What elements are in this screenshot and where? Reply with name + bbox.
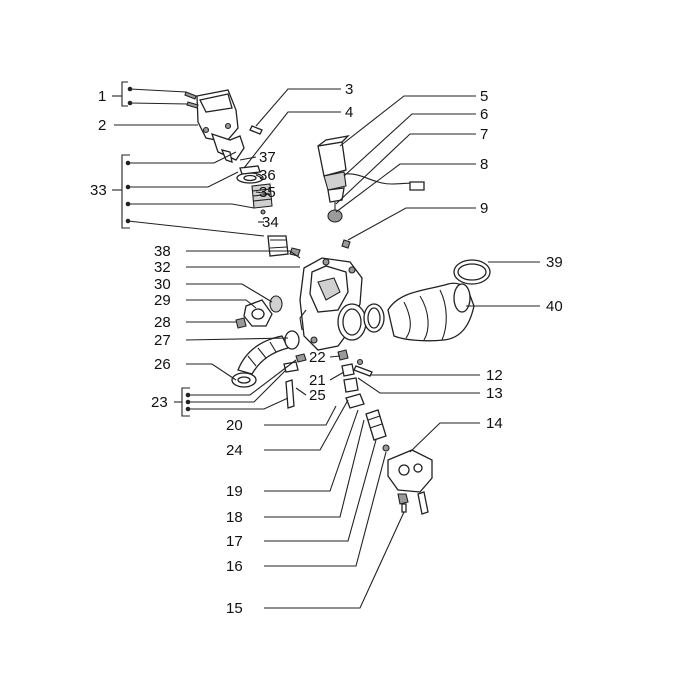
callout-17: 17 [226,533,243,550]
callout-20: 20 [226,417,243,434]
part-12-13-bolt [353,358,373,377]
callout-23: 23 [151,394,168,411]
part-34-stem [267,235,301,257]
callout-8: 8 [480,156,488,173]
callout-40: 40 [546,298,563,315]
callout-12: 12 [486,367,503,384]
callout-5: 5 [480,88,488,105]
part-29-fitting [243,299,273,327]
callout-4: 4 [345,104,353,121]
part-15-bolt [397,493,409,513]
part-24-plate [345,393,365,409]
callout-6: 6 [480,106,488,123]
part-1-screws [184,91,199,109]
callout-2: 2 [98,117,106,134]
callout-15: 15 [226,600,243,617]
callout-24: 24 [226,442,243,459]
leader-lines [112,81,540,609]
part-28-clip [235,317,247,329]
part-27-hose [237,330,300,375]
part-25-bolt [283,353,307,409]
callout-25: 25 [309,387,326,404]
part-35-spring [251,183,273,215]
callout-30: 30 [154,276,171,293]
part-5-actuator [317,134,425,223]
part-14-holder [387,449,433,515]
callout-32: 32 [154,259,171,276]
part-30-seal [269,295,283,313]
callout-1: 1 [98,88,106,105]
callout-14: 14 [486,415,503,432]
callout-34: 34 [262,214,279,231]
callout-39: 39 [546,254,563,271]
callout-38: 38 [154,243,171,260]
part-40-intake-hose [387,282,475,342]
part-26-ring [231,372,257,388]
callout-16: 16 [226,558,243,575]
callout-33: 33 [90,182,107,199]
part-39-clamp [363,259,491,333]
throttle-body [299,257,367,351]
part-9-screw [341,239,351,249]
part-19-injector [365,409,390,452]
callout-26: 26 [154,356,171,373]
callout-13: 13 [486,385,503,402]
callout-22: 22 [309,349,326,366]
part-3-pin [249,125,263,135]
callout-36: 36 [259,167,276,184]
callout-labels: 1 2 3 4 5 6 7 8 9 33 37 36 35 34 38 32 3… [90,81,563,617]
callout-27: 27 [154,332,171,349]
callout-18: 18 [226,509,243,526]
callout-19: 19 [226,483,243,500]
callout-3: 3 [345,81,353,98]
callout-35: 35 [259,184,276,201]
part-21-22-fitting [337,349,359,393]
callout-28: 28 [154,314,171,331]
callout-21: 21 [309,372,326,389]
part-2-cover [196,89,239,143]
callout-29: 29 [154,292,171,309]
callout-7: 7 [480,126,488,143]
callout-9: 9 [480,200,488,217]
callout-37: 37 [259,149,276,166]
